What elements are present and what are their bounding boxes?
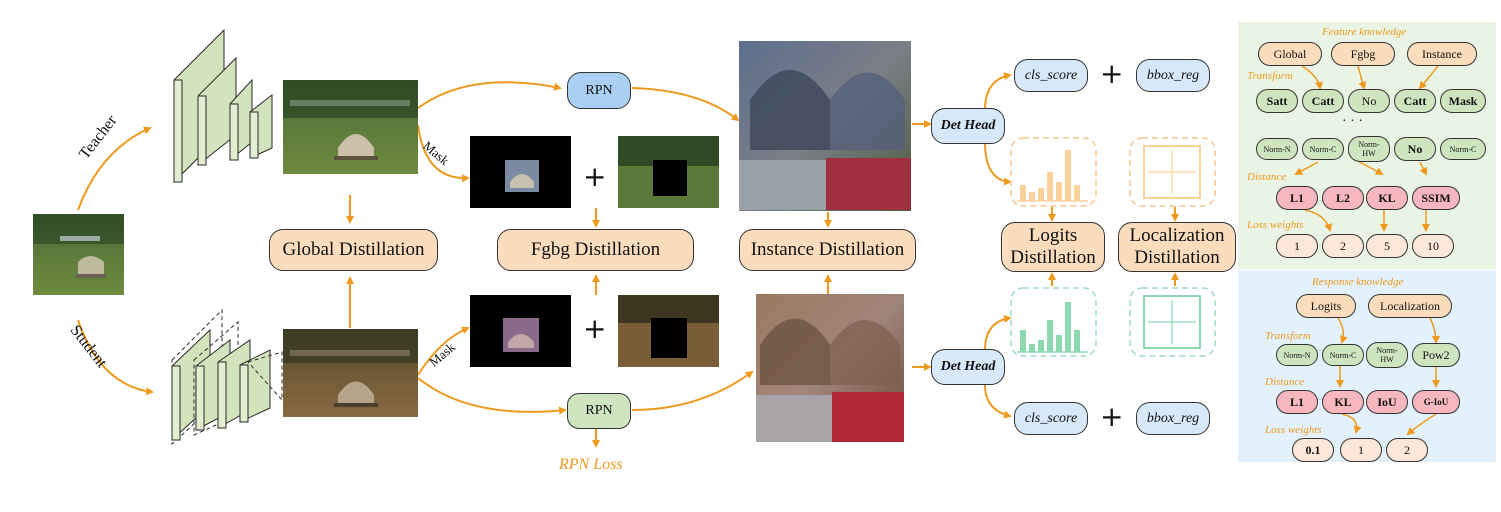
response-norm-hw: Norm-HW (1366, 342, 1408, 368)
teacher-logits-histogram (1010, 137, 1097, 207)
response-weight-0-1: 0.1 (1292, 438, 1334, 462)
feature-transform-catt-2: Catt (1394, 89, 1436, 113)
teacher-feature-image (283, 80, 418, 174)
feature-transform-mask: Mask (1440, 89, 1486, 113)
det-head-teacher: Det Head (931, 108, 1005, 144)
teacher-localization-box (1129, 137, 1216, 207)
response-panel-title: Response knowledge (1312, 276, 1404, 288)
feature-panel-arrows (1294, 65, 1439, 232)
logits-distillation: Logits Distillation (1001, 222, 1105, 272)
instance-distillation: Instance Distillation (739, 229, 916, 271)
feature-weight-1: 1 (1276, 234, 1318, 258)
teacher-instance-crop (739, 41, 911, 211)
student-feature-image (283, 329, 418, 417)
student-network (171, 308, 283, 446)
localization-distillation-line2: Distillation (1134, 247, 1220, 268)
feature-weight-10: 10 (1412, 234, 1454, 258)
feature-transform-satt: Satt (1256, 89, 1298, 113)
feature-distance-l1: L1 (1276, 186, 1318, 210)
feature-distance-kl: KL (1366, 186, 1408, 210)
rpn-loss-label: RPN Loss (559, 456, 623, 473)
feature-distance-ssim: SSIM (1412, 186, 1460, 210)
response-distance-label: Distance (1265, 376, 1305, 388)
bbox-reg-teacher: bbox_reg (1136, 59, 1210, 92)
feature-norm-n: Norm-N (1256, 138, 1298, 160)
feature-distance-l2: L2 (1322, 186, 1364, 210)
feature-weight-5: 5 (1366, 234, 1408, 258)
feature-loss-label: Loss weights (1247, 219, 1304, 231)
plus-head-bottom: + (1100, 400, 1124, 433)
response-source-logits: Logits (1296, 294, 1356, 318)
rpn-teacher: RPN (567, 72, 631, 109)
cls-score-student: cls_score (1014, 402, 1088, 435)
det-head-student: Det Head (931, 349, 1005, 385)
feature-distance-label: Distance (1247, 171, 1287, 183)
logits-distillation-line1: Logits (1028, 225, 1078, 246)
response-norm-c: Norm-C (1322, 344, 1364, 366)
feature-weight-2: 2 (1322, 234, 1364, 258)
response-distance-kl: KL (1322, 390, 1364, 414)
global-distillation: Global Distillation (269, 229, 438, 271)
response-pow2: Pow2 (1412, 343, 1460, 367)
response-weight-1: 1 (1340, 438, 1382, 462)
response-norm-n: Norm-N (1276, 344, 1318, 366)
response-distance-giou: G-IoU (1412, 390, 1460, 414)
connectors (77, 72, 1179, 448)
feature-norm-c-2: Norm-C (1440, 138, 1486, 160)
feature-norm-hw: Norm-HW (1348, 136, 1390, 162)
response-distance-iou: IoU (1366, 390, 1408, 414)
mask-foreground-bottom (470, 295, 571, 367)
input-image (33, 214, 124, 295)
plus-top: + (583, 160, 607, 193)
mask-background-top (618, 136, 719, 208)
mask-background-bottom (618, 295, 719, 367)
rpn-student: RPN (567, 393, 631, 429)
feature-transform-catt-1: Catt (1302, 89, 1344, 113)
plus-head-top: + (1100, 57, 1124, 90)
feature-norm-no: No (1394, 137, 1436, 161)
feature-source-instance: Instance (1407, 42, 1477, 66)
feature-source-fgbg: Fgbg (1331, 42, 1395, 66)
cls-score-teacher: cls_score (1014, 59, 1088, 92)
response-transform-label: Transform (1265, 330, 1311, 342)
response-source-localization: Localization (1368, 294, 1452, 318)
student-instance-crop (756, 294, 904, 442)
fgbg-distillation: Fgbg Distillation (497, 229, 694, 271)
feature-transform-no: No (1348, 89, 1390, 113)
feature-source-global: Global (1258, 42, 1322, 66)
feature-panel-title: Feature knowledge (1322, 26, 1407, 38)
localization-distillation-line1: Localization (1129, 225, 1225, 246)
response-loss-label: Loss weights (1265, 424, 1322, 436)
bbox-reg-student: bbox_reg (1136, 402, 1210, 435)
response-knowledge-panel (1238, 270, 1496, 462)
student-logits-histogram (1010, 287, 1097, 357)
response-panel-arrows (1336, 317, 1440, 436)
feature-transform-label: Transform (1247, 70, 1293, 82)
logits-distillation-line2: Distillation (1010, 247, 1096, 268)
student-localization-box (1129, 287, 1216, 357)
feature-norm-c: Norm-C (1302, 138, 1344, 160)
teacher-network (173, 28, 273, 184)
response-weight-2: 2 (1386, 438, 1428, 462)
localization-distillation: Localization Distillation (1118, 222, 1236, 272)
plus-bottom: + (583, 312, 607, 345)
response-distance-l1: L1 (1276, 390, 1318, 414)
feature-dots: · · · (1342, 114, 1363, 129)
mask-foreground-top (470, 136, 571, 208)
